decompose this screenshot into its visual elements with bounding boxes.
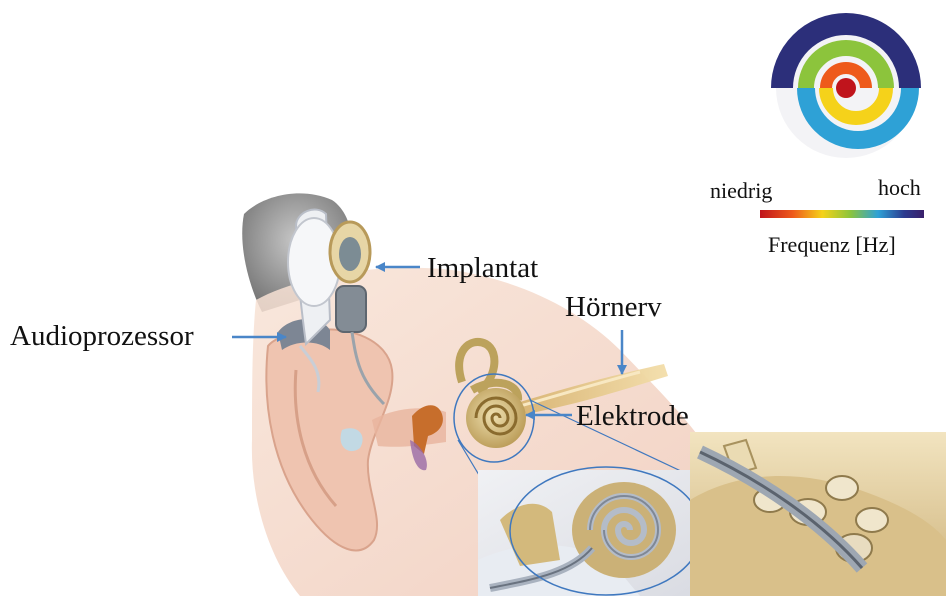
frequency-spiral-icon (776, 18, 916, 158)
cochlea-icon (466, 388, 526, 448)
label-hoernerv: Hörnerv (565, 293, 662, 322)
label-implantat: Implantat (427, 254, 538, 283)
frequency-low-label: niedrig (710, 180, 772, 202)
label-audioprozessor: Audioprozessor (10, 322, 194, 351)
frequency-axis-title: Frequenz [Hz] (768, 234, 896, 256)
cochlea-cross-section (690, 432, 946, 596)
frequency-high-label: hoch (878, 177, 921, 199)
frequency-gradient-bar (760, 210, 924, 218)
label-elektrode: Elektrode (576, 402, 689, 431)
